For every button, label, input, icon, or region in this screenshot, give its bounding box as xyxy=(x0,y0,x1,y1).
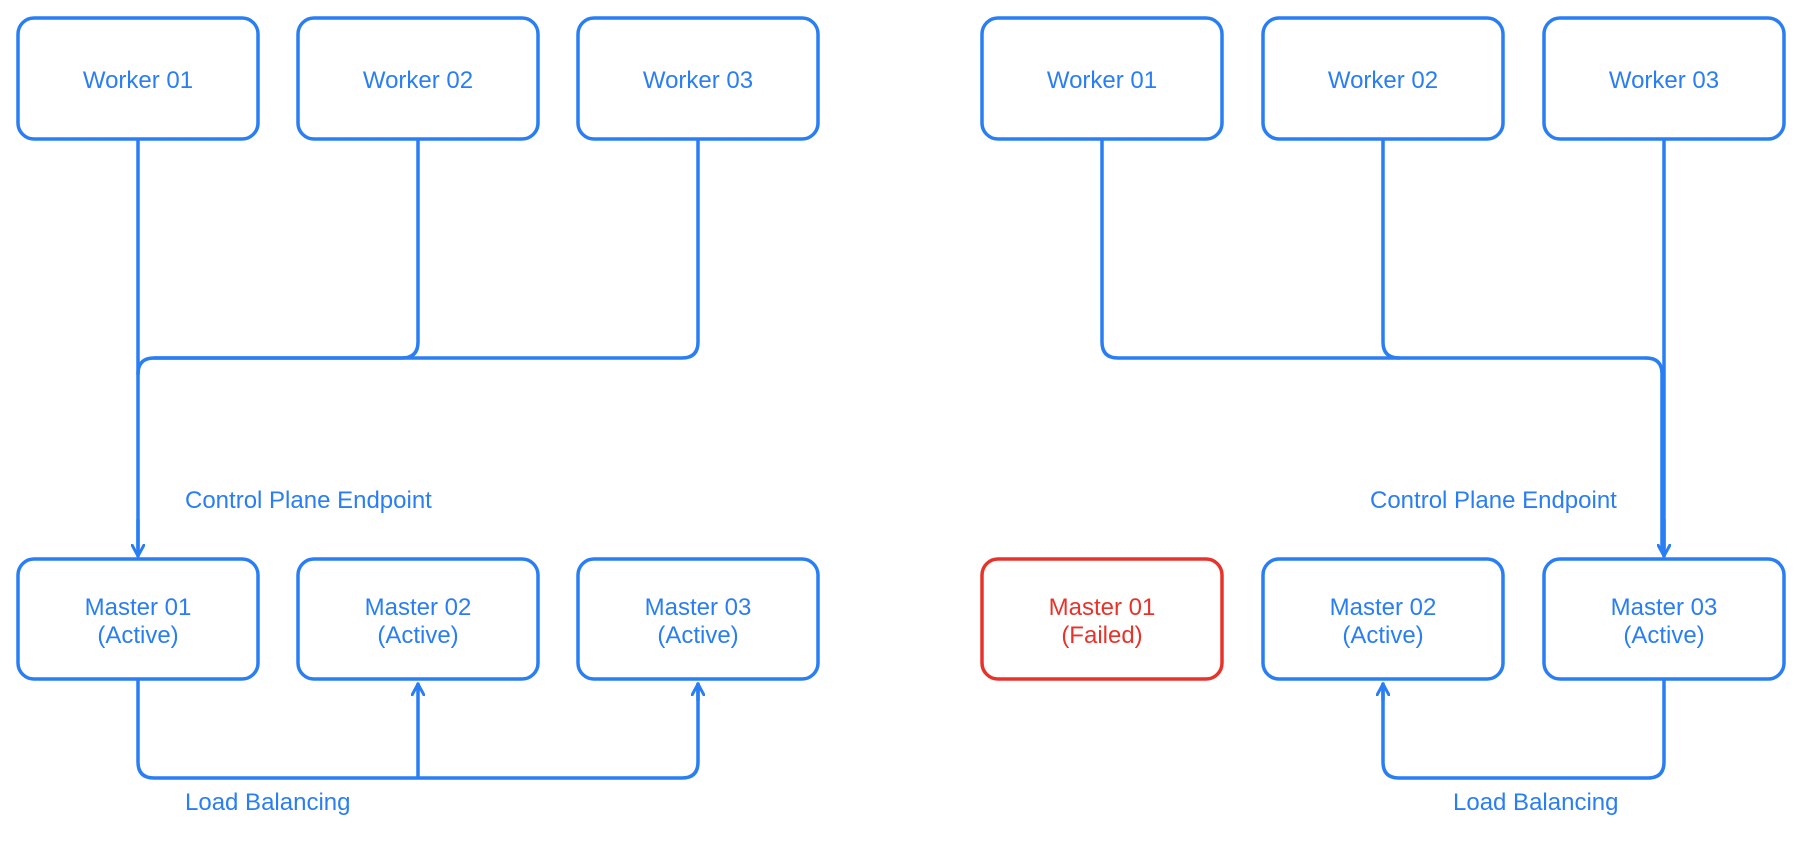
master-name: Master 01 xyxy=(1049,594,1156,621)
worker-label: Worker 02 xyxy=(363,67,473,94)
worker-label: Worker 03 xyxy=(643,67,753,94)
worker-connectors xyxy=(1100,137,1664,558)
load-balancing-connectors xyxy=(136,677,700,780)
worker-node[interactable]: Worker 03 xyxy=(576,16,820,141)
worker-merge-curve xyxy=(1644,356,1664,550)
worker-node[interactable]: Worker 02 xyxy=(1261,16,1505,141)
master-node[interactable]: Master 03 (Active) xyxy=(576,557,820,681)
master-status: (Active) xyxy=(1342,622,1423,649)
panel-normal: Worker 01 Worker 02 Worker 03 Control Pl… xyxy=(16,16,820,816)
worker-03-link xyxy=(152,137,700,360)
master-node[interactable]: Master 03 (Active) xyxy=(1542,557,1786,681)
master-name: Master 02 xyxy=(1330,594,1437,621)
master-node[interactable]: Master 02 (Active) xyxy=(1261,557,1505,681)
lb-source-link xyxy=(136,677,700,780)
master-status: (Failed) xyxy=(1061,622,1142,649)
worker-label: Worker 01 xyxy=(83,67,193,94)
master-status: (Active) xyxy=(377,622,458,649)
worker-label: Worker 03 xyxy=(1609,67,1719,94)
worker-node[interactable]: Worker 01 xyxy=(980,16,1224,141)
worker-02-link xyxy=(136,137,420,376)
master-node[interactable]: Master 01 (Active) xyxy=(16,557,260,681)
worker-node[interactable]: Worker 02 xyxy=(296,16,540,141)
panel-failover: Worker 01 Worker 02 Worker 03 Control Pl… xyxy=(980,16,1786,816)
master-status: (Active) xyxy=(657,622,738,649)
worker-node[interactable]: Worker 03 xyxy=(1542,16,1786,141)
master-name: Master 02 xyxy=(365,594,472,621)
master-status: (Active) xyxy=(1623,622,1704,649)
load-balancing-label: Load Balancing xyxy=(1453,789,1618,816)
load-balancing-connectors xyxy=(1381,677,1666,780)
worker-02-link xyxy=(1381,137,1401,360)
master-node[interactable]: Master 02 (Active) xyxy=(296,557,540,681)
worker-node[interactable]: Worker 01 xyxy=(16,16,260,141)
load-balancing-label: Load Balancing xyxy=(185,789,350,816)
master-status: (Active) xyxy=(97,622,178,649)
worker-label: Worker 02 xyxy=(1328,67,1438,94)
worker-label: Worker 01 xyxy=(1047,67,1157,94)
worker-connectors xyxy=(136,137,700,558)
master-name: Master 03 xyxy=(645,594,752,621)
control-plane-endpoint-label: Control Plane Endpoint xyxy=(185,487,432,514)
lb-source-link xyxy=(1381,677,1666,780)
master-name: Master 01 xyxy=(85,594,192,621)
worker-01-link xyxy=(1100,137,1648,360)
master-node-failed[interactable]: Master 01 (Failed) xyxy=(980,557,1224,681)
master-name: Master 03 xyxy=(1611,594,1718,621)
control-plane-endpoint-label: Control Plane Endpoint xyxy=(1370,487,1617,514)
